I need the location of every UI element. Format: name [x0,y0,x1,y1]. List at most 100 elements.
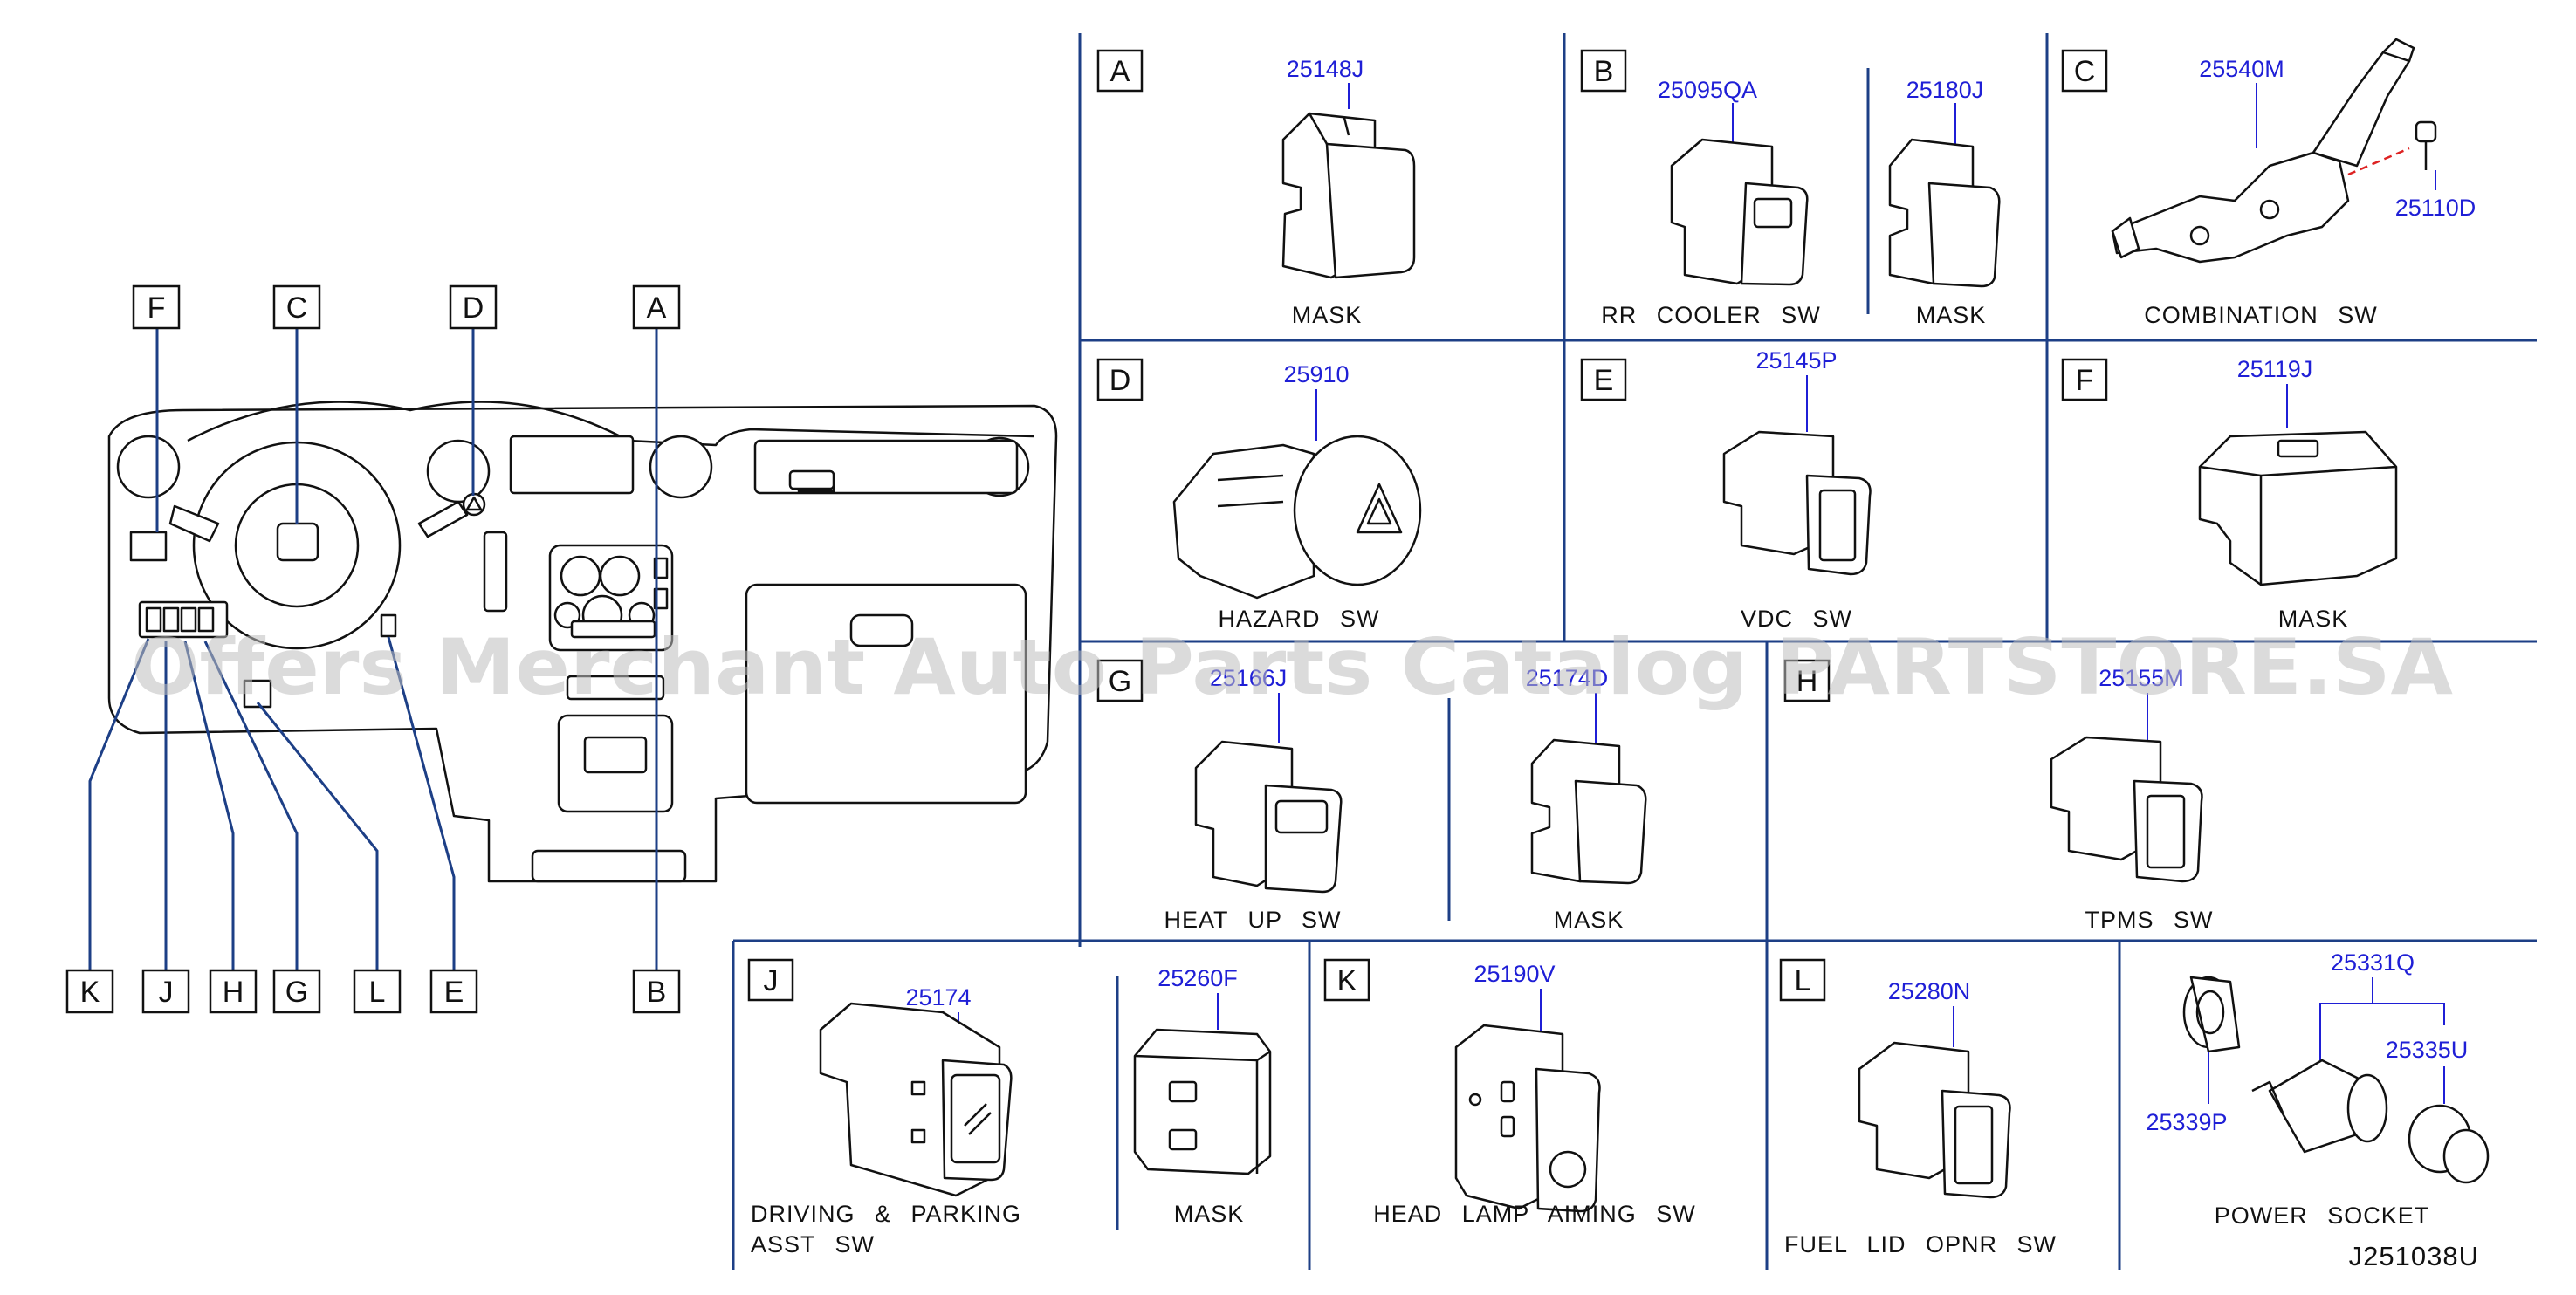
part-number-assy: 25331Q [2331,949,2415,976]
mask-icon [1281,112,1416,279]
panel-k: K 25190V HEAD LAMP AIMING SW [1323,958,1696,1227]
driving-parking-switch-icon [819,1002,1013,1197]
panel-letter: L [1795,964,1811,997]
part-number: 25155M [2099,665,2184,691]
dashboard-callout-G: G [272,969,321,1014]
caption-line-2: ASST SW [751,1231,875,1257]
svg-text:A: A [647,291,667,325]
svg-text:L: L [369,976,386,1009]
svg-text:H: H [223,976,244,1009]
mask-icon [2198,430,2398,586]
caption: VDC SW [1741,606,1852,632]
part-number: 25910 [1283,361,1349,387]
part-number: 25148J [1287,56,1364,82]
panel-power-socket: 25331Q 25335U 25339P POWER SOCKET [2146,949,2490,1229]
part-number: 25280N [1888,978,1971,1004]
dashboard-callout-E: E [429,969,478,1014]
panel-g: G 25166J HEAT UP SW 25174D MASK [1096,659,1647,933]
rr-cooler-switch-icon [1670,138,1809,286]
panel-letter: K [1337,964,1357,997]
part-number: 25119J [2237,356,2313,382]
panel-letter-box [2061,49,2108,92]
panel-c: C 25540M 25110D COMBINATION SW [2061,38,2476,328]
caption-rr-cooler: RR COOLER SW [1601,302,1821,328]
panel-l: L 25280N FUEL LID OPNR SW [1779,958,2057,1257]
caption: POWER SOCKET [2215,1202,2430,1229]
part-number-plug: 25335U [2386,1037,2469,1063]
sub-dividers [1116,68,1870,1230]
panel-letter-box [2061,358,2108,401]
panel-letter: H [1796,665,1818,698]
panel-letter-box [1096,659,1144,702]
panel-letter: F [2076,364,2094,397]
svg-text:K: K [80,976,100,1009]
panel-d: D 25910 HAZARD SW [1096,358,1422,632]
dashboard-callout-H: H [209,969,258,1014]
dashboard-callout-J: J [141,969,190,1014]
panel-letter: A [1110,55,1130,88]
panel-grid [732,33,2537,1270]
dashboard-illustration [107,401,1058,883]
diagram-reference-code: J251038U [2349,1241,2479,1271]
caption: MASK [2278,606,2349,632]
panel-letter: J [764,964,779,997]
caption: HEAD LAMP AIMING SW [1373,1201,1696,1227]
part-number-heat-up: 25166J [1210,665,1288,691]
panel-a: A 25148J MASK [1096,49,1416,328]
dashboard-callout-L: L [353,969,402,1014]
dashboard-callout-D: D [449,284,498,330]
mask-icon [1530,738,1647,885]
dashboard-callout-F: F [132,284,181,330]
caption: COMBINATION SW [2144,302,2378,328]
dashboard-callout-C: C [272,284,321,330]
svg-text:J: J [159,976,174,1009]
part-number-mask: 25180J [1906,77,1984,103]
caption-mask: MASK [1554,907,1625,933]
caption-mask: MASK [1916,302,1987,328]
combination-switch-icon [2111,38,2415,264]
panel-letter-box [1783,659,1831,702]
part-number-driving-parking: 25174 [905,984,971,1011]
hazard-switch-icon [1172,435,1422,600]
dashboard-callout-B: B [632,969,681,1014]
panel-letter-box [1779,958,1826,1002]
lighter-plug-icon [2251,1059,2388,1154]
vdc-switch-icon [1722,430,1872,576]
part-number: 25145P [1755,347,1837,373]
screw-icon [2415,120,2437,170]
panel-letter: D [1109,364,1131,397]
tpms-switch-icon [2050,736,2203,883]
head-lamp-aiming-switch-icon [1454,1024,1601,1213]
panel-letter-box [747,958,794,1002]
socket-cap-icon [2408,1104,2490,1184]
part-number: 25190V [1473,961,1555,987]
panel-letter: G [1109,665,1131,698]
panel-letter: E [1594,364,1614,397]
socket-housing-icon [2182,976,2241,1053]
panel-j: J 25174 DRIVING & PARKING ASST SW 25260F… [747,958,1272,1257]
dashboard-callout-A: A [632,284,681,330]
svg-text:F: F [148,291,166,325]
svg-text:B: B [647,976,667,1009]
svg-text:D: D [463,291,484,325]
caption-heat-up: HEAT UP SW [1164,907,1341,933]
panel-letter-box [1580,49,1627,92]
panel-b: B 25095QA 25180J RR COOLER SW MASK [1580,49,2001,328]
caption: HAZARD SW [1219,606,1380,632]
panel-letter-box [1580,358,1627,401]
caption: FUEL LID OPNR SW [1784,1231,2057,1257]
panel-e: E 25145P VDC SW [1580,347,1872,632]
mask-icon [1888,138,2001,288]
part-number-combination-switch: 25540M [2199,56,2284,82]
dashboard-callout-K: K [65,969,114,1014]
watermark-text: Offers Merchant Auto Parts Catalog PARTS… [131,622,2453,712]
fuel-lid-opener-switch-icon [1858,1041,2011,1199]
panel-f: F 25119J MASK [2061,356,2398,632]
dashboard-leaders [88,323,658,970]
panel-letter: B [1594,55,1614,88]
part-number-mask: 25260F [1157,965,1238,991]
caption-mask: MASK [1174,1201,1245,1227]
panel-h: H 25155M TPMS SW [1783,659,2213,933]
part-number-mask: 25174D [1526,665,1609,691]
